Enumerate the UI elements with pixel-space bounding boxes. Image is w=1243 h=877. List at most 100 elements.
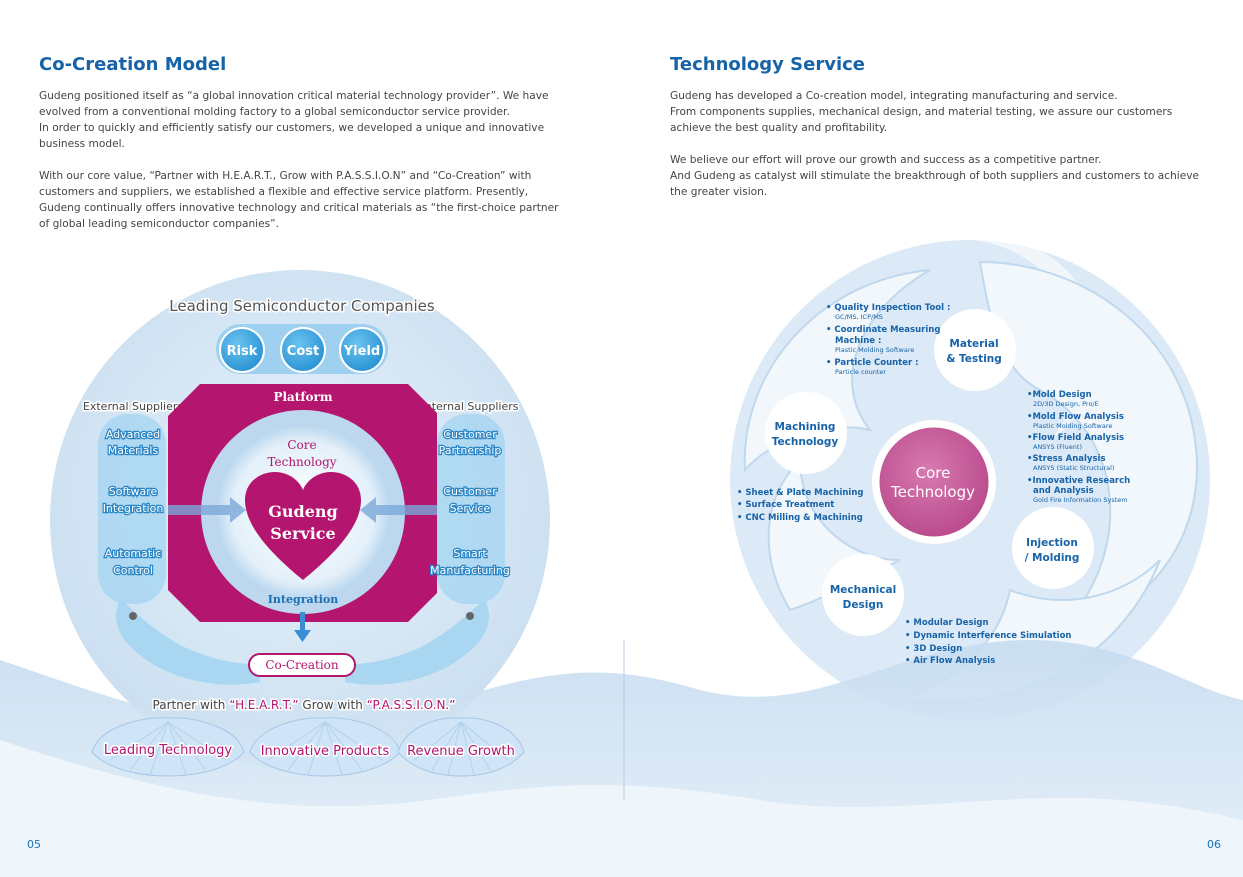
svg-text:Integration: Integration — [103, 502, 164, 515]
svg-text:ANSYS (Static Structural): ANSYS (Static Structural) — [1033, 464, 1115, 472]
svg-text:•Mold Design: •Mold Design — [1027, 390, 1092, 400]
svg-text:Customer: Customer — [443, 428, 497, 441]
svg-text:Service: Service — [450, 502, 491, 515]
top-circle-risk: Risk — [219, 327, 265, 373]
injection-label-2: / Molding — [1025, 552, 1080, 564]
material-bullet-list: • Quality Inspection Tool : GC/MS, ICP/M… — [826, 303, 950, 376]
svg-text:• Dynamic Interference Simulat: • Dynamic Interference Simulation — [905, 631, 1072, 641]
svg-text:Software: Software — [109, 485, 158, 498]
machining-label-1: Machining — [775, 421, 836, 433]
core-technology-label-2: Technology — [890, 483, 975, 501]
top-circle-cost: Cost — [280, 327, 326, 373]
text-line: Gudeng positioned itself as “a global in… — [39, 90, 549, 102]
leading-semiconductor-title: Leading Semiconductor Companies — [169, 297, 435, 315]
svg-text:•Innovative Research: •Innovative Research — [1027, 476, 1130, 486]
text-line: In order to quickly and efficiently sati… — [39, 122, 545, 134]
integration-label: Integration — [268, 593, 338, 606]
top-circle-yield: Yield — [339, 327, 385, 373]
page-number-right: 06 — [1207, 838, 1221, 851]
text-line: From components supplies, mechanical des… — [670, 106, 1173, 118]
heart-label-2: Service — [270, 524, 335, 543]
internal-item-customer-service: Customer Service — [442, 484, 498, 517]
text-line: customers and suppliers, we established … — [39, 186, 529, 198]
left-hand-shape — [116, 600, 260, 685]
right-page-title: Technology Service — [670, 54, 866, 75]
svg-text:• Coordinate Measuring: • Coordinate Measuring — [826, 325, 940, 335]
left-arrow-icon — [168, 497, 246, 523]
internal-pillar — [437, 414, 505, 604]
text-line: evolved from a conventional molding fact… — [39, 106, 510, 118]
mechanical-label-1: Mechanical — [830, 584, 896, 596]
heart-icon — [245, 472, 361, 580]
svg-text:Automatic: Automatic — [105, 547, 161, 560]
core-technology-label-1: Core — [916, 464, 951, 482]
material-testing-node — [934, 309, 1016, 391]
platform-label: Platform — [273, 390, 332, 404]
heart-label-1: Gudeng — [268, 502, 337, 521]
machining-label-2: Technology — [772, 436, 839, 448]
external-item-automatic-control: Automatic Control — [104, 546, 163, 579]
svg-text:• Air Flow Analysis: • Air Flow Analysis — [905, 656, 995, 666]
svg-text:•Mold Flow Analysis: •Mold Flow Analysis — [1027, 412, 1124, 422]
mechanical-design-node — [822, 554, 904, 636]
injection-label-1: Injection — [1026, 537, 1078, 549]
svg-text:Control: Control — [113, 564, 153, 577]
text-line: With our core value, “Partner with H.E.A… — [39, 170, 532, 182]
text-line: Gudeng continually offers innovative tec… — [39, 202, 559, 214]
svg-text:and Analysis: and Analysis — [1033, 486, 1094, 496]
svg-text:Plastic Molding Software: Plastic Molding Software — [835, 346, 914, 354]
right-intro-text: Gudeng has developed a Co-creation model… — [670, 88, 1199, 200]
core-label-1: Core — [287, 438, 316, 452]
co-creation-label: Co-Creation — [265, 658, 339, 672]
left-page-title: Co-Creation Model — [39, 54, 227, 75]
co-creation-pill — [248, 653, 356, 677]
svg-text:• Sheet & Plate Machining: • Sheet & Plate Machining — [737, 488, 863, 498]
shell-icon — [249, 717, 401, 777]
page-number-left: 05 — [27, 838, 41, 851]
svg-text:Plastic Molding Software: Plastic Molding Software — [1033, 422, 1112, 430]
svg-text:• CNC Milling & Machining: • CNC Milling & Machining — [737, 513, 863, 523]
motto-line: Partner with “H.E.A.R.T.” Grow with “P.A… — [153, 698, 456, 712]
text-line: And Gudeng as catalyst will stimulate th… — [670, 170, 1200, 182]
svg-text:Cost: Cost — [287, 344, 319, 359]
shell-label-innovative-products: Innovative Products — [261, 744, 390, 759]
text-line: the greater vision. — [670, 186, 768, 198]
external-pillar — [98, 414, 166, 604]
svg-text:ANSYS (Fluent): ANSYS (Fluent) — [1033, 443, 1082, 451]
material-label-2: & Testing — [946, 353, 1002, 365]
svg-text:Yield: Yield — [343, 344, 380, 359]
external-item-advanced-materials: Advanced Materials — [105, 427, 162, 459]
svg-text:Materials: Materials — [108, 444, 159, 457]
svg-text:Gold Fire Information System: Gold Fire Information System — [1033, 496, 1128, 504]
svg-text:Manufacturing: Manufacturing — [430, 564, 510, 577]
text-line: business model. — [39, 138, 125, 150]
svg-text:Customer: Customer — [443, 485, 497, 498]
shell-icon — [397, 717, 525, 777]
internal-item-smart-manufacturing: Smart Manufacturing — [429, 546, 511, 579]
internal-suppliers-title: Internal Suppliers — [422, 400, 519, 413]
right-arrow-icon — [360, 497, 437, 523]
svg-text:• Quality Inspection Tool :: • Quality Inspection Tool : — [826, 303, 950, 313]
svg-text:GC/MS, ICP/MS: GC/MS, ICP/MS — [835, 313, 883, 321]
text-line: We believe our effort will prove our gro… — [670, 154, 1102, 166]
core-label-2: Technology — [267, 455, 336, 469]
mechanical-label-2: Design — [843, 599, 884, 611]
injection-bullet-list: •Mold Design 2D/3D Design, Pro/E •Mold F… — [1027, 390, 1130, 504]
svg-text:•Flow Field Analysis: •Flow Field Analysis — [1027, 433, 1124, 443]
core-technology-circle — [876, 424, 992, 540]
svg-text:•Stress Analysis: •Stress Analysis — [1027, 454, 1106, 464]
text-line: Gudeng has developed a Co-creation model… — [670, 90, 1118, 102]
svg-text:Advanced: Advanced — [106, 428, 160, 441]
svg-text:Risk: Risk — [227, 344, 258, 359]
svg-text:• Modular Design: • Modular Design — [905, 618, 989, 628]
mechanical-bullet-list: • Modular Design • Dynamic Interference … — [905, 618, 1072, 666]
text-line: of global leading semiconductor companie… — [39, 218, 280, 230]
shell-label-revenue-growth: Revenue Growth — [407, 744, 515, 759]
injection-molding-node — [1012, 507, 1094, 589]
internal-item-customer-partnership: Customer Partnership — [437, 427, 502, 459]
external-item-software-integration: Software Integration — [101, 484, 164, 517]
left-intro-text: Gudeng positioned itself as “a global in… — [39, 88, 559, 232]
svg-text:Partnership: Partnership — [439, 444, 502, 457]
external-suppliers-title: External Suppliers — [83, 400, 183, 413]
